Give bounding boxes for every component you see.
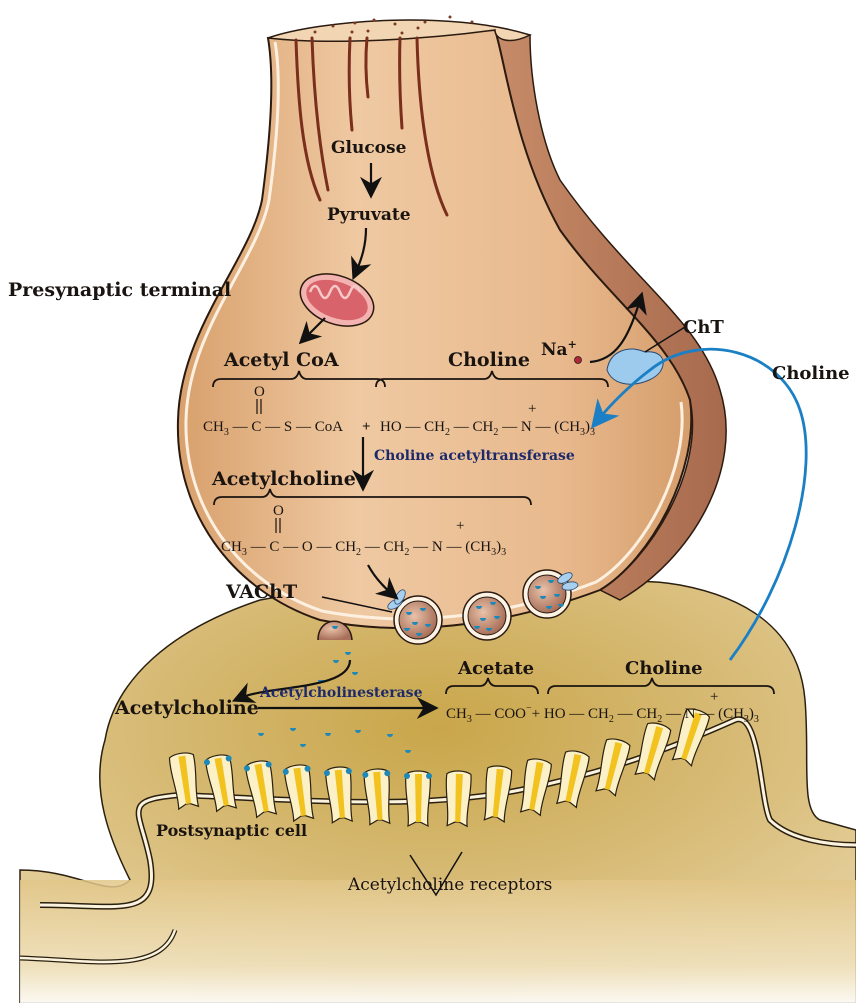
acetylcholine-receptor: [671, 708, 711, 768]
products-chain: CH3 — COO−+ HO — CH2 — CH2 — N — (CH3)3: [446, 703, 759, 725]
carbonyl-oxygen: O: [273, 503, 284, 519]
acetylcholine-receptor: [362, 768, 391, 826]
release-arrow: [231, 659, 352, 703]
acetylcholine-receptor: [519, 758, 552, 817]
cht-leader-line: [644, 326, 686, 353]
choline-outside-label: Choline: [772, 363, 850, 384]
acetylcholine-label-cleft: Acetylcholine: [114, 697, 259, 719]
plus-sign: +: [362, 419, 371, 435]
choline-label-top: Choline: [448, 349, 530, 371]
acetylcholine-receptor: [634, 722, 672, 781]
presynaptic-terminal-label: Presynaptic terminal: [8, 279, 231, 301]
acetylcholine-receptor: [203, 754, 238, 813]
acetylcholine-receptors-label: Acetylcholine receptors: [347, 875, 552, 895]
glucose-label: Glucose: [331, 138, 407, 158]
choline-acetyltransferase-label: Choline acetyltransferase: [374, 448, 575, 464]
quaternary-charge: +: [456, 518, 464, 534]
acetylcholine-receptor: [282, 764, 315, 823]
mito-to-acetylcoa-arrow: [298, 317, 326, 345]
acetyl-group: CH3 — C — S — CoA: [203, 419, 343, 438]
quaternary-charge: +: [710, 689, 718, 705]
acetylcholine-receptors: [168, 708, 711, 828]
presynaptic-terminal: [176, 15, 727, 645]
pyruvate-to-mito-arrow: [351, 227, 372, 281]
acetylcholine-receptor: [555, 750, 590, 809]
acetylcholine-formula: O + CH3 — C — O — CH2 — CH2 — N — (CH3)3: [221, 503, 506, 558]
choline-formula: HO — CH2 — CH2 — N — (CH3)3: [380, 419, 595, 438]
quaternary-charge: +: [528, 401, 536, 417]
vacht-leader-line: [321, 596, 393, 613]
acetylcholine-receptor: [483, 765, 513, 824]
synaptic-vesicles: [317, 569, 579, 645]
acetylcholine-label-inside: Acetylcholine: [211, 468, 356, 490]
acetyl-coa-label: Acetyl CoA: [223, 349, 339, 371]
choline-label-bottom: Choline: [625, 658, 703, 679]
acetylcholine-chain: CH3 — C — O — CH2 — CH2 — N — (CH3)3: [221, 539, 506, 558]
postsynaptic-cell: [19, 580, 856, 1003]
acetylcholine-receptor: [445, 770, 472, 828]
acetylcholine-receptor: [404, 770, 432, 828]
acetylcholine-receptor: [168, 752, 200, 811]
receptor-leader-lines: [409, 851, 463, 897]
microtubules: [294, 36, 449, 217]
acetylcholine-receptor: [595, 738, 631, 797]
vacht-label: VAChT: [225, 581, 297, 603]
cht-transporter: [606, 348, 664, 385]
acetate-label: Acetate: [457, 658, 534, 679]
cht-label: ChT: [683, 317, 724, 338]
hydrolysis-products-formula: + CH3 — COO−+ HO — CH2 — CH2 — N — (CH3)…: [446, 689, 759, 725]
acetylcholine-receptor: [243, 760, 278, 819]
vesicle-loading-arrow: [367, 564, 399, 600]
sodium-efflux-arrow: [589, 291, 647, 364]
choline-reuptake-arrow: [591, 347, 808, 661]
braces: [212, 370, 775, 695]
mitochondrion: [299, 273, 375, 327]
sodium-label: Na+: [541, 338, 577, 360]
carbonyl-oxygen: O: [254, 384, 265, 400]
postsynaptic-cell-label: Postsynaptic cell: [156, 821, 307, 840]
sodium-ion: [574, 356, 582, 364]
acetyl-coa-formula: O CH3 — C — S — CoA + + HO — CH2 — CH2 —…: [203, 384, 595, 438]
pathway-arrows: [231, 163, 686, 897]
pyruvate-label: Pyruvate: [327, 205, 411, 225]
acetylcholinesterase-label: Acetylcholinesterase: [259, 685, 423, 701]
acetylcholine-receptor: [323, 766, 354, 824]
